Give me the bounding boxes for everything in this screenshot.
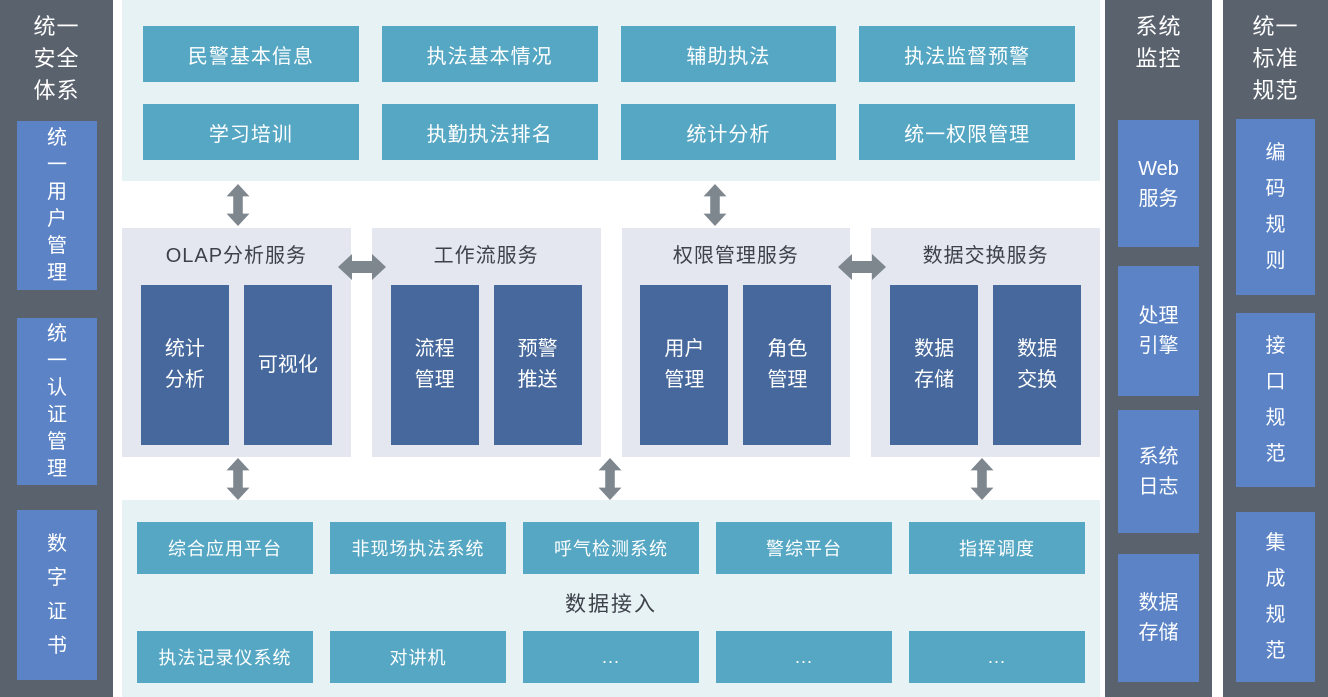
monitor-item-system-log: 系统 日志	[1118, 410, 1199, 533]
security-sidebar-title: 统一 安全 体系	[33, 14, 80, 103]
service-box-user-management: 用户 管理	[640, 285, 729, 445]
module-unified-permissions: 统一权限管理	[859, 104, 1075, 160]
data-access-layer: 综合应用平台 非现场执法系统 呼气检测系统 警综平台 指挥调度 数据接入 执法记…	[122, 500, 1100, 697]
application-layer: 民警基本信息 执法基本情况 辅助执法 执法监督预警 学习培训 执勤执法排名 统计…	[122, 0, 1100, 181]
panel-title: 工作流服务	[433, 245, 539, 267]
module-statistics-analysis: 统计分析	[620, 104, 837, 160]
service-box-visualization: 可视化	[243, 285, 332, 445]
module-police-basic-info: 民警基本信息	[143, 26, 359, 82]
service-box-data-exchange: 数据 交换	[993, 285, 1082, 445]
panel-title: 数据交换服务	[922, 245, 1049, 267]
vertical-double-arrow-icon	[703, 184, 727, 226]
standard-item-coding-rules: 编 码 规 则	[1236, 119, 1315, 295]
data-access-label: 数据接入	[565, 593, 657, 616]
source-body-camera-system: 执法记录仪系统	[137, 631, 313, 683]
vertical-double-arrow-icon	[226, 458, 250, 500]
access-system-row: 综合应用平台 非现场执法系统 呼气检测系统 警综平台 指挥调度	[122, 500, 1100, 574]
module-assisted-enforcement: 辅助执法	[620, 26, 837, 82]
source-ellipsis: ...	[909, 631, 1085, 683]
vertical-double-arrow-icon	[970, 458, 994, 500]
module-supervision-warning: 执法监督预警	[859, 26, 1075, 82]
service-box-data-storage: 数据 存储	[890, 285, 979, 445]
system-police-platform: 警综平台	[716, 522, 892, 574]
source-walkie-talkie: 对讲机	[330, 631, 506, 683]
horizontal-double-arrow-icon	[838, 254, 886, 280]
service-layer: OLAP分析服务 统计 分析 可视化 工作流服务 流程 管理 预警 推送 权限管…	[122, 228, 1100, 457]
main-area: 民警基本信息 执法基本情况 辅助执法 执法监督预警 学习培训 执勤执法排名 统计…	[122, 0, 1100, 697]
module-enforcement-basics: 执法基本情况	[381, 26, 598, 82]
security-item-digital-certificate: 数 字 证 书	[17, 510, 97, 680]
module-learning-training: 学习培训	[143, 104, 359, 160]
source-ellipsis: ...	[716, 631, 892, 683]
panel-title: OLAP分析服务	[165, 245, 308, 267]
monitor-item-processing-engine: 处理 引擎	[1118, 266, 1199, 396]
panel-permission-service: 权限管理服务 用户 管理 角色 管理	[621, 228, 851, 457]
panel-olap-service: OLAP分析服务 统计 分析 可视化	[122, 228, 351, 457]
system-offsite-enforcement: 非现场执法系统	[330, 522, 506, 574]
source-ellipsis: ...	[523, 631, 699, 683]
standard-item-interface-spec: 接 口 规 范	[1236, 313, 1315, 487]
panel-title: 权限管理服务	[672, 245, 799, 267]
system-monitor-column: 系统 监控 Web 服务 处理 引擎 系统 日志 数据 存储	[1105, 0, 1212, 697]
service-box-statistics: 统计 分析	[140, 285, 229, 445]
security-sidebar: 统一 安全 体系 统 一 用 户 管 理 统 一 认 证 管 理 数 字 证 书	[0, 0, 113, 697]
security-item-user-management: 统 一 用 户 管 理	[17, 121, 97, 290]
device-source-row: 执法记录仪系统 对讲机 ... ... ...	[122, 631, 1100, 683]
monitor-item-web-service: Web 服务	[1118, 120, 1199, 247]
standards-column: 统一 标准 规范 编 码 规 则 接 口 规 范 集 成 规 范	[1223, 0, 1328, 697]
panel-workflow-service: 工作流服务 流程 管理 预警 推送	[371, 228, 601, 457]
system-monitor-title: 系统 监控	[1135, 14, 1182, 71]
service-box-role-management: 角色 管理	[743, 285, 832, 445]
standard-item-integration-spec: 集 成 规 范	[1236, 512, 1315, 682]
service-box-process-management: 流程 管理	[390, 285, 479, 445]
service-box-warning-push: 预警 推送	[493, 285, 582, 445]
system-breath-test: 呼气检测系统	[523, 522, 699, 574]
system-integrated-platform: 综合应用平台	[137, 522, 313, 574]
security-item-auth-management: 统 一 认 证 管 理	[17, 318, 97, 485]
vertical-double-arrow-icon	[598, 458, 622, 500]
monitor-item-data-storage: 数据 存储	[1118, 554, 1199, 682]
panel-data-exchange-service: 数据交换服务 数据 存储 数据 交换	[871, 228, 1100, 457]
vertical-double-arrow-icon	[226, 184, 250, 226]
module-duty-ranking: 执勤执法排名	[381, 104, 598, 160]
horizontal-double-arrow-icon	[338, 254, 386, 280]
standards-title: 统一 标准 规范	[1252, 14, 1299, 103]
system-command-dispatch: 指挥调度	[909, 522, 1085, 574]
application-module-grid: 民警基本信息 执法基本情况 辅助执法 执法监督预警 学习培训 执勤执法排名 统计…	[122, 0, 1100, 160]
